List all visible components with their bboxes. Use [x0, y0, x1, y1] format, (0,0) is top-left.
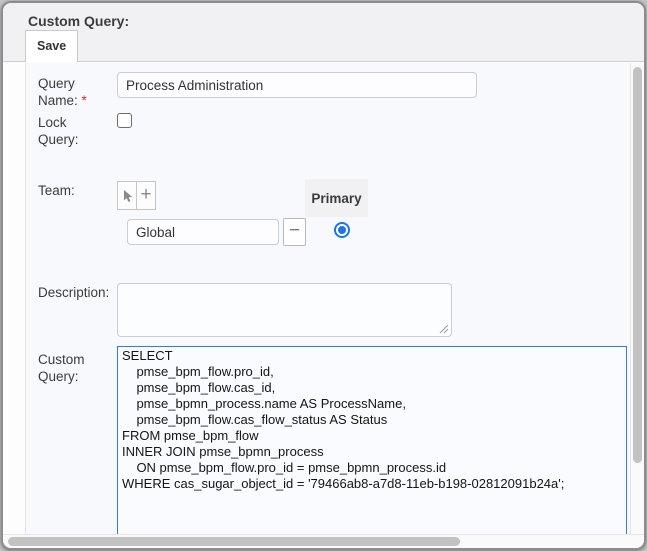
plus-icon: +	[140, 183, 152, 205]
panel-header: Custom Query: Save	[3, 3, 644, 62]
minus-icon: −	[288, 220, 301, 241]
primary-column-header: Primary	[305, 179, 368, 217]
custom-query-field-wrap: SELECT pmse_bpm_flow.pro_id, pmse_bpm_fl…	[117, 346, 627, 534]
description-label: Description:	[38, 285, 110, 300]
vertical-scrollbar-track[interactable]	[630, 63, 644, 534]
custom-query-textarea[interactable]: SELECT pmse_bpm_flow.pro_id, pmse_bpm_fl…	[117, 346, 627, 534]
team-select-button[interactable]	[117, 181, 137, 210]
resize-handle-icon[interactable]	[439, 324, 449, 334]
horizontal-scrollbar-thumb[interactable]	[8, 537, 460, 546]
horizontal-scrollbar-track[interactable]	[3, 534, 644, 548]
form-content: Query Name: * Lock Query: Team: + Primar…	[3, 63, 630, 534]
page-title: Custom Query:	[28, 13, 130, 29]
custom-query-label: Custom Query:	[38, 352, 85, 384]
lock-query-label: Lock Query:	[38, 115, 79, 147]
vertical-scrollbar-thumb[interactable]	[633, 67, 642, 463]
team-remove-button[interactable]: −	[283, 218, 306, 246]
description-field-wrap	[117, 283, 452, 337]
team-tools: +	[117, 181, 156, 210]
required-asterisk: *	[81, 93, 87, 108]
team-label: Team:	[38, 183, 75, 198]
team-name-input[interactable]	[127, 219, 279, 245]
save-button[interactable]: Save	[25, 30, 79, 62]
query-name-label: Query Name: *	[38, 76, 87, 108]
primary-team-radio[interactable]	[334, 222, 350, 238]
query-name-input[interactable]	[117, 72, 477, 98]
description-textarea[interactable]	[117, 283, 452, 337]
lock-query-checkbox[interactable]	[117, 113, 132, 128]
cursor-arrow-icon	[123, 189, 132, 202]
team-add-button[interactable]: +	[136, 181, 156, 210]
